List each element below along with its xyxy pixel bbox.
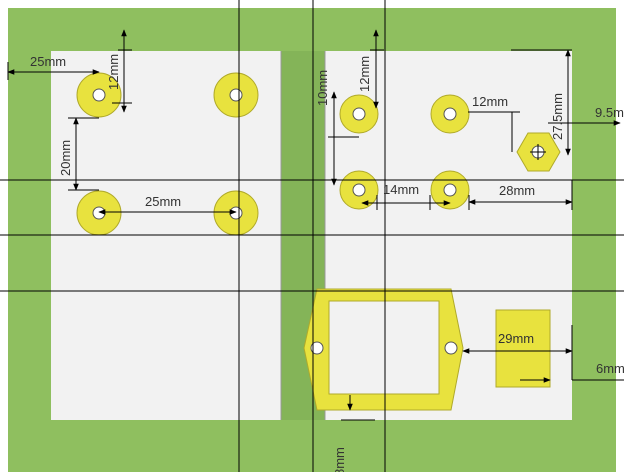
dimension-lines [7,29,624,421]
dim-label-edge-offset: 9.5m [595,105,624,120]
washer-right-1 [339,94,379,134]
dim-label-square-width: 29mm [498,331,534,346]
dim-label-left-horizontal: 25mm [145,194,181,209]
washer-left-2 [213,72,259,118]
dim-label-right-hole: 12mm [357,56,372,92]
dim-label-right-hole-b: 12mm [472,94,508,109]
hex-nut [516,132,561,172]
dim-label-nut-offset: 27.5mm [550,93,565,140]
washer-left-3 [76,190,122,236]
dim-label-left-vertical: 20mm [58,140,73,176]
dim-label-nut-gap: 28mm [499,183,535,198]
dim-label-right-top-offset: 10mm [315,70,330,106]
dim-label-square-edge: 6mm [596,361,624,376]
dim-label-frame-bottom: 8mm [332,447,347,472]
square-plate [495,309,551,388]
washer-right-2 [430,94,470,134]
dim-label-left-margin: 25mm [30,54,66,69]
dim-label-hole-gap: 14mm [383,182,419,197]
washer-left-4 [213,190,259,236]
dim-label-left-hole: 12mm [106,54,121,90]
frame-bracket [303,288,464,411]
